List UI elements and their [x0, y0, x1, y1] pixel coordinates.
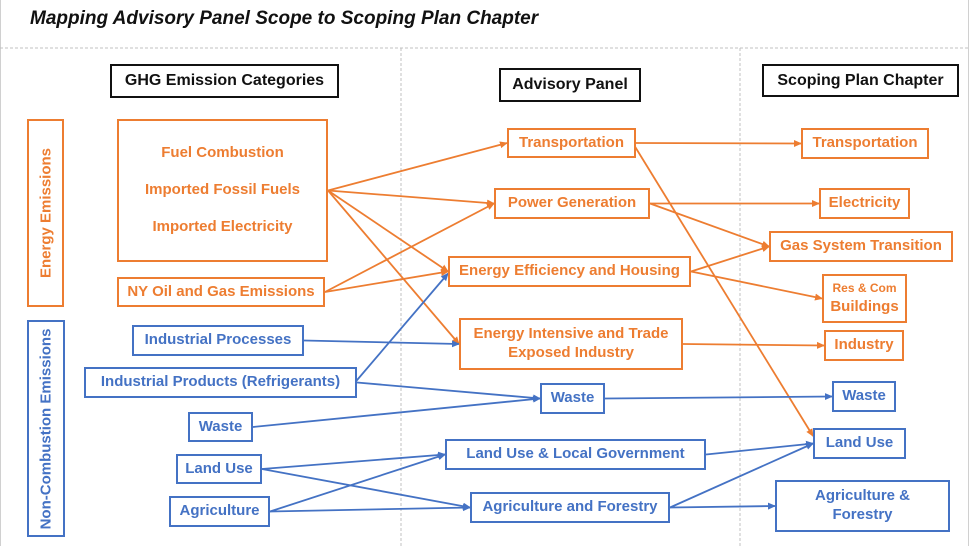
- panel-land-use-local-government-label: Land Use & Local Government: [466, 445, 685, 463]
- chapter-agriculture-forestry-line1: Agriculture &: [814, 487, 910, 505]
- ghg-fuel-combustion: Fuel Combustion: [161, 144, 284, 162]
- group-non-combustion-emissions: Non-Combustion Emissions: [27, 320, 65, 537]
- chapter-transportation-label: Transportation: [812, 134, 918, 152]
- chapter-land-use[interactable]: Land Use: [813, 428, 906, 459]
- ghg-ny-oil-gas-label: NY Oil and Gas Emissions: [127, 282, 315, 300]
- panel-waste[interactable]: Waste: [540, 383, 605, 414]
- header-ghg-label: GHG Emission Categories: [124, 72, 325, 89]
- ghg-industrial-products-label: Industrial Products (Refrigerants): [100, 373, 341, 391]
- connector-ghg-landuse-to-panel-agfor: [261, 468, 471, 510]
- chapter-gas-system-transition[interactable]: Gas System Transition: [769, 231, 953, 262]
- chapter-land-use-label: Land Use: [825, 434, 894, 452]
- ghg-industrial-processes-label: Industrial Processes: [144, 331, 292, 349]
- ghg-fuel-group[interactable]: Fuel Combustion Imported Fossil Fuels Im…: [117, 119, 328, 262]
- header-advisory-panel: Advisory Panel: [499, 68, 641, 102]
- ghg-land-use-label: Land Use: [185, 459, 253, 477]
- left-border: [0, 0, 1, 546]
- chapter-agriculture-forestry[interactable]: Agriculture & Forestry: [775, 480, 950, 532]
- connector-panel-agfor-to-ch-landuse: [669, 442, 814, 509]
- chapter-electricity[interactable]: Electricity: [819, 188, 910, 219]
- panel-waste-label: Waste: [550, 389, 595, 407]
- chapter-buildings-label: Buildings: [830, 297, 899, 315]
- connector-ghg-nyoil-to-panel-power: [324, 202, 495, 293]
- connector-ghg-agri-to-panel-agfor: [269, 504, 471, 513]
- connector-ghg-landuse-to-panel-landgov: [261, 451, 446, 470]
- connector-lines: [252, 139, 833, 513]
- chapter-waste-label: Waste: [842, 387, 886, 405]
- ghg-imported-electricity: Imported Electricity: [152, 218, 293, 236]
- diagram-title: Mapping Advisory Panel Scope to Scoping …: [30, 8, 539, 29]
- ghg-waste-label: Waste: [198, 417, 243, 435]
- connector-panel-transportation-to-ch-transportation: [635, 139, 802, 147]
- connector-panel-landgov-to-ch-landuse: [705, 440, 814, 456]
- connector-panel-agfor-to-ch-agfor: [669, 502, 776, 510]
- panel-power-generation[interactable]: Power Generation: [494, 188, 650, 219]
- panel-transportation[interactable]: Transportation: [507, 128, 636, 158]
- connector-ghg-nyoil-to-panel-efficiency: [324, 269, 449, 293]
- panel-agriculture-forestry[interactable]: Agriculture and Forestry: [470, 492, 670, 523]
- panel-energy-intensive-line2: Exposed Industry: [508, 344, 634, 361]
- chapter-waste[interactable]: Waste: [832, 381, 896, 412]
- connector-panel-transportation-to-ch-landuse: [633, 144, 814, 437]
- group-non-combustion-label: Non-Combustion Emissions: [37, 328, 55, 529]
- panel-power-generation-label: Power Generation: [507, 194, 637, 212]
- right-border: [968, 0, 969, 546]
- connector-ghg-fuel-to-panel-efficiency: [327, 189, 449, 273]
- connector-ghg-waste-to-panel-waste: [252, 395, 541, 428]
- header-ghg-categories: GHG Emission Categories: [110, 64, 339, 98]
- group-energy-emissions: Energy Emissions: [27, 119, 64, 307]
- chapter-buildings-subtitle: Res & Com: [832, 280, 897, 295]
- connector-ghg-fuel-to-panel-power: [327, 189, 495, 207]
- header-chapter-label: Scoping Plan Chapter: [777, 71, 944, 89]
- ghg-industrial-processes[interactable]: Industrial Processes: [132, 325, 304, 356]
- panel-energy-efficiency-housing[interactable]: Energy Efficiency and Housing: [448, 256, 691, 287]
- header-panel-label: Advisory Panel: [512, 76, 628, 93]
- chapter-gas-system-label: Gas System Transition: [780, 237, 942, 255]
- panel-energy-intensive-industry[interactable]: Energy Intensive and Trade Exposed Indus…: [459, 318, 683, 370]
- ghg-land-use[interactable]: Land Use: [176, 454, 262, 484]
- connector-ghg-indprod-to-panel-efficiency: [354, 272, 449, 384]
- ghg-imported-fossil-fuels: Imported Fossil Fuels: [144, 181, 301, 199]
- connector-panel-efficiency-to-ch-buildings: [690, 270, 823, 301]
- chapter-transportation[interactable]: Transportation: [801, 128, 929, 159]
- header-scoping-plan-chapter: Scoping Plan Chapter: [762, 64, 959, 97]
- chapter-industry-label: Industry: [834, 336, 894, 354]
- ghg-industrial-products[interactable]: Industrial Products (Refrigerants): [84, 367, 357, 398]
- connector-ghg-fuel-to-panel-intensive: [327, 189, 460, 345]
- chapter-electricity-label: Electricity: [828, 194, 901, 212]
- chapter-industry[interactable]: Industry: [824, 330, 904, 361]
- connector-panel-waste-to-ch-waste: [604, 393, 833, 401]
- group-energy-label: Energy Emissions: [37, 147, 54, 279]
- chapter-agriculture-forestry-line2: Forestry: [832, 506, 893, 523]
- ghg-agriculture-label: Agriculture: [179, 502, 260, 520]
- ghg-ny-oil-gas[interactable]: NY Oil and Gas Emissions: [117, 277, 325, 307]
- panel-energy-intensive-line1: Energy Intensive and Trade: [473, 325, 669, 343]
- chapter-res-com-buildings[interactable]: Res & Com Buildings: [822, 274, 907, 323]
- panel-energy-efficiency-label: Energy Efficiency and Housing: [459, 262, 680, 280]
- connector-ghg-agri-to-panel-landgov: [269, 453, 446, 513]
- connector-ghg-indprod-to-panel-waste: [356, 381, 541, 402]
- panel-agriculture-forestry-label: Agriculture and Forestry: [482, 498, 658, 516]
- connector-ghg-indproc-to-panel-intensive: [303, 339, 460, 348]
- panel-land-use-local-government[interactable]: Land Use & Local Government: [445, 439, 706, 470]
- connector-panel-intensive-to-ch-industry: [682, 341, 825, 349]
- panel-transportation-label: Transportation: [518, 133, 624, 151]
- connector-ghg-fuel-to-panel-transportation: [327, 141, 508, 192]
- ghg-agriculture[interactable]: Agriculture: [169, 496, 270, 527]
- ghg-waste[interactable]: Waste: [188, 412, 253, 442]
- connector-panel-power-to-ch-gas: [649, 202, 770, 248]
- connector-panel-efficiency-to-ch-gas: [690, 245, 770, 273]
